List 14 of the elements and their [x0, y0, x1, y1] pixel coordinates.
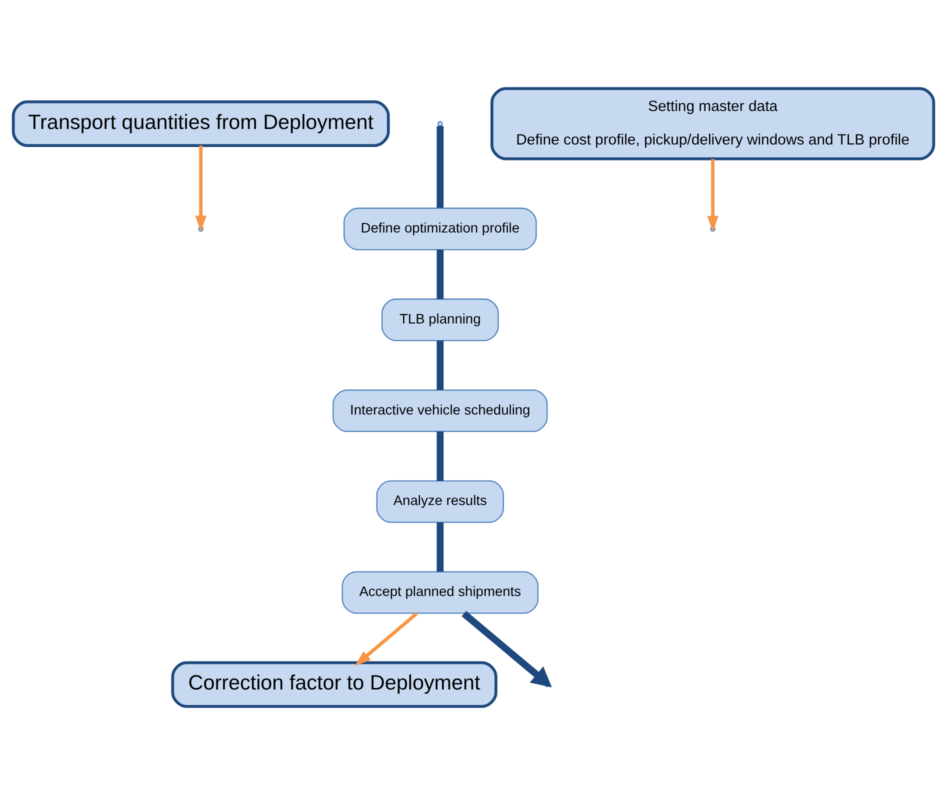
connector — [436, 249, 444, 299]
node-box: Analyze results — [376, 480, 504, 522]
node-box: Transport quantities from Deployment — [12, 100, 390, 146]
node-box: TLB planning — [381, 298, 499, 341]
arrow — [354, 612, 418, 666]
connector — [436, 340, 444, 390]
connector — [436, 522, 444, 572]
node-box: Define optimization profile — [344, 207, 537, 250]
node-box: Setting master data Define cost profile, pickup/delivery windows and TLB profile — [490, 86, 936, 160]
node-box: Interactive vehicle scheduling — [332, 388, 548, 432]
connector — [436, 126, 444, 208]
node-box: Accept planned shipments — [342, 570, 538, 614]
connector — [436, 431, 444, 480]
node-box: Correction factor to Deployment — [171, 660, 498, 708]
